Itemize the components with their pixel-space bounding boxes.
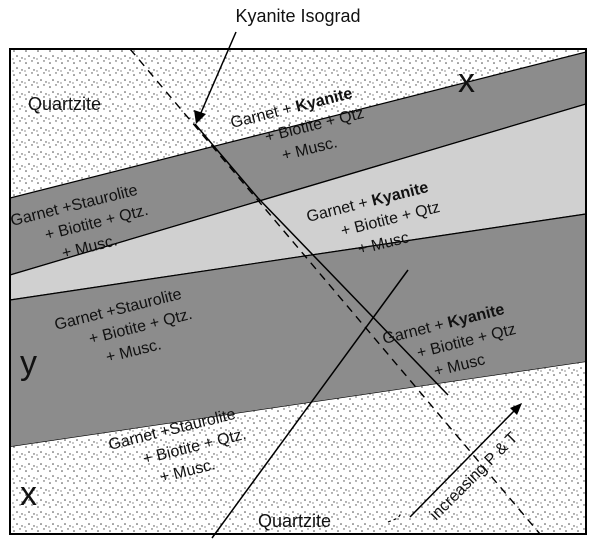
quartzite-lower [10,362,586,534]
cross-section-line [211,269,409,539]
bed-label-x-top: x [458,62,475,100]
diagram-frame [9,48,587,535]
fault-line [257,197,449,396]
title-kyanite-isograd: Kyanite Isograd [235,6,360,26]
bed-y-upper [10,103,586,301]
increasing-arrowhead [510,403,522,415]
isograd-pointer-line [199,31,237,116]
increasing-arrow-line [409,409,516,518]
bed-layout [10,49,586,534]
bed-label-x-bottom: x [20,475,37,513]
quartzite-bottom-label: Quartzite [258,511,331,531]
kyanite-isograd-line [129,48,541,535]
quartzite-top-label: Quartzite [28,94,101,114]
bed-x-bottom [10,213,586,448]
fault-line-upper [194,123,259,199]
isograd-pointer-arrowhead [194,110,206,124]
bed-x-top [10,51,586,276]
bed-label-y: y [20,344,37,382]
